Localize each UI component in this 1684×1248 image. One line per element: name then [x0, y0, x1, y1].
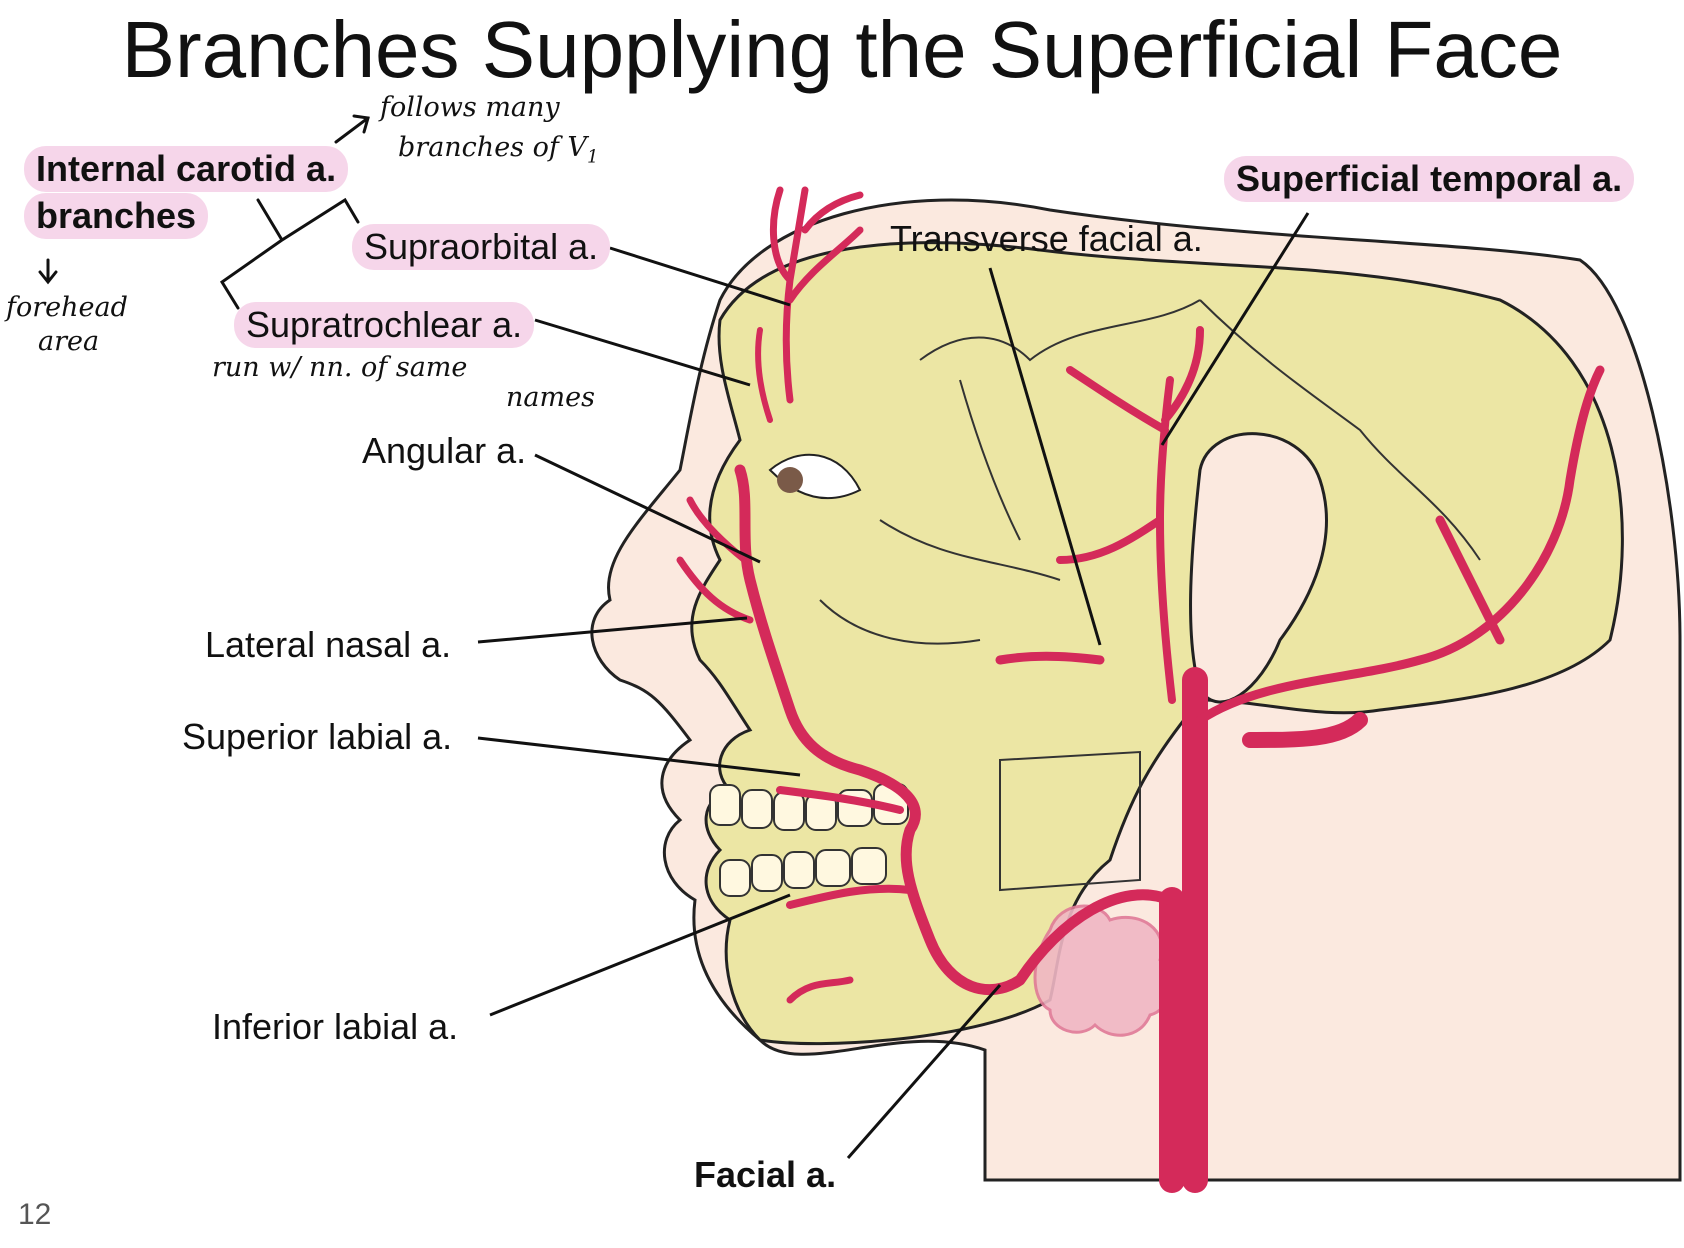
transverse-facial-artery [995, 651, 1105, 665]
leader-lines [477, 212, 1310, 1159]
lateral-nasal-artery [676, 496, 754, 624]
label-internal-carotid: Internal carotid a. [24, 146, 349, 192]
eye-iris [777, 467, 803, 493]
superior-labial-artery [776, 786, 904, 814]
label-superficial-temporal: Superficial temporal a. [1224, 156, 1635, 202]
external-carotid-artery [1159, 667, 1208, 1193]
superficial-temporal-artery [1056, 326, 1204, 704]
label-supratrochlear: Supratrochlear a. [234, 302, 535, 348]
label-angular: Angular a. [362, 430, 527, 471]
label-internal-carotid-branches: branches [24, 193, 209, 239]
label-inferior-labial: Inferior labial a. [212, 1006, 459, 1047]
inferior-labial-artery [786, 884, 914, 909]
label-facial: Facial a. [694, 1154, 837, 1195]
note-forehead-line1: forehead [6, 292, 128, 323]
slide-title: Branches Supplying the Superficial Face [121, 5, 1563, 94]
arrow-follows [334, 114, 370, 144]
skull-sutures [819, 299, 1481, 892]
posterior-auricular-artery [1242, 712, 1368, 748]
supraorbital-artery [769, 186, 864, 404]
label-lateral-nasal: Lateral nasal a. [205, 624, 452, 665]
teeth [709, 783, 909, 897]
supratrochlear-artery [755, 327, 773, 423]
note-run-with-line1: run w/ nn. of same [212, 352, 468, 383]
handwritten-marks [38, 114, 370, 310]
label-supraorbital: Supraorbital a. [352, 224, 611, 270]
occipital-artery [1195, 365, 1605, 725]
label-transverse-facial: Transverse facial a. [890, 218, 1203, 259]
submental-branch [786, 976, 854, 1004]
facial-artery [734, 464, 1176, 996]
label-superior-labial: Superior labial a. [182, 716, 453, 757]
note-run-with-line2: names [506, 382, 595, 413]
bracket [219, 197, 360, 310]
arrow-down [38, 258, 58, 285]
note-follows-line2: branches of V1 [398, 132, 599, 168]
arteries [676, 186, 1605, 1193]
note-forehead-line2: area [38, 326, 100, 357]
note-follows-line1: follows many [380, 92, 560, 123]
ear [1189, 432, 1328, 704]
parotid-gland [1033, 904, 1173, 1037]
page-number: 12 [18, 1198, 52, 1231]
